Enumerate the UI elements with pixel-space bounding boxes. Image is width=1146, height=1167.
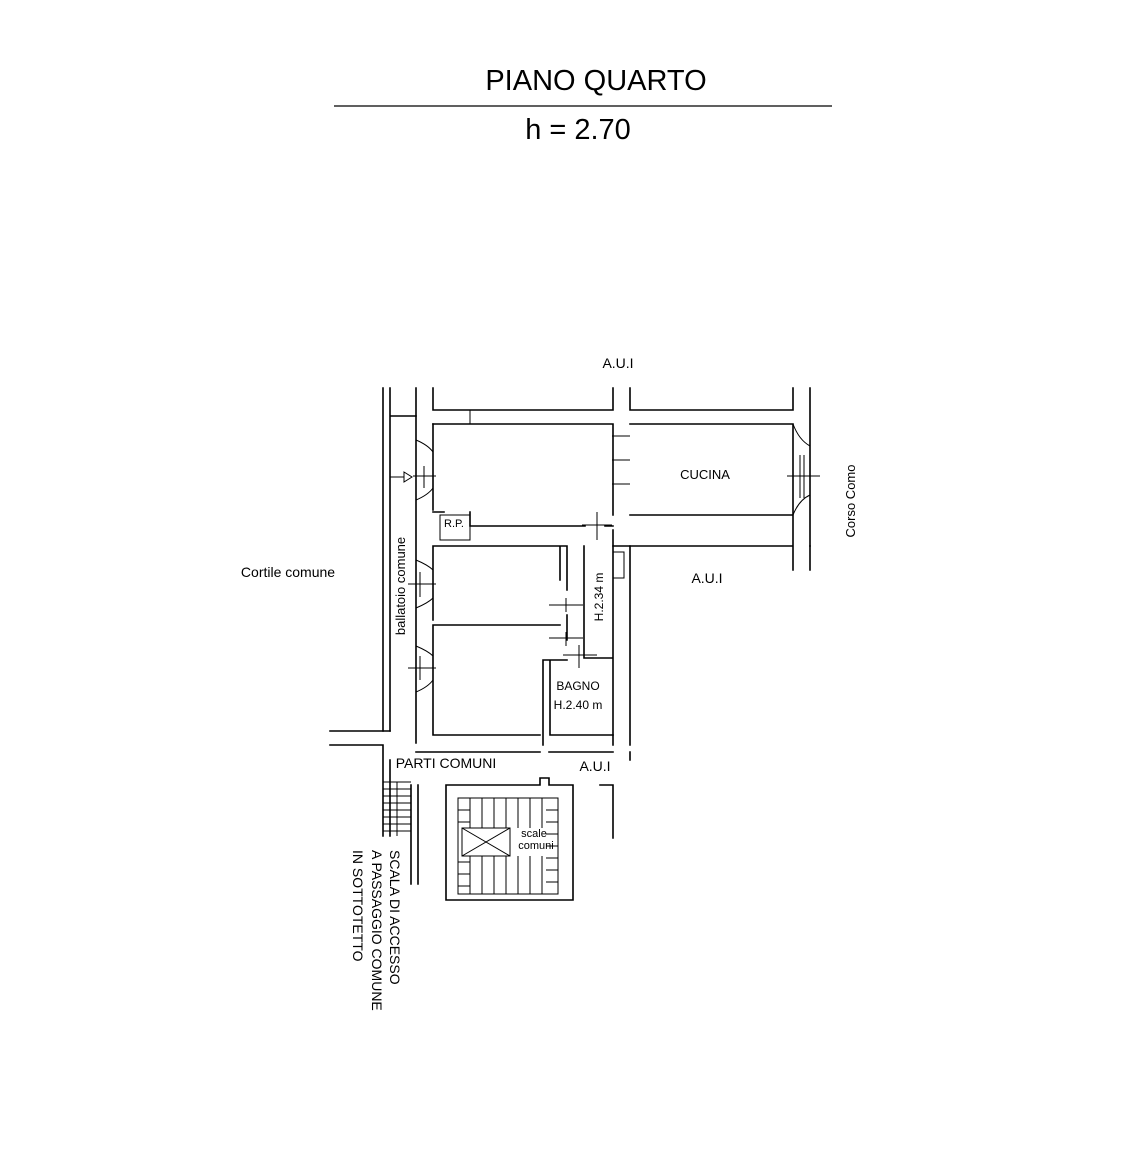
label-rp: R.P. bbox=[444, 518, 464, 530]
entrance-arrow-icon bbox=[390, 471, 413, 483]
label-bagno-height: H.2.40 m bbox=[554, 698, 603, 712]
label-aui-right: A.U.I bbox=[691, 570, 722, 586]
openings bbox=[408, 423, 820, 693]
floor-height-label: h = 2.70 bbox=[525, 114, 631, 146]
label-bagno: BAGNO bbox=[556, 679, 599, 693]
label-aui-bottom: A.U.I bbox=[579, 758, 610, 774]
label-scale-2: comuni bbox=[518, 840, 553, 852]
label-cortile: Cortile comune bbox=[241, 564, 335, 580]
stair-note-line-2: A PASSAGGIO COMUNE bbox=[369, 850, 385, 1011]
label-parti-comuni: PARTI COMUNI bbox=[396, 755, 497, 771]
label-corridor-height: H.2.34 m bbox=[592, 573, 606, 622]
label-ballatoio: ballatoio comune bbox=[393, 537, 408, 635]
label-corso-como: Corso Como bbox=[843, 465, 858, 538]
access-stair bbox=[383, 781, 411, 836]
label-aui-top: A.U.I bbox=[602, 355, 633, 371]
label-cucina: CUCINA bbox=[680, 467, 730, 482]
balcony-edge bbox=[382, 387, 417, 732]
north-wall bbox=[415, 387, 811, 744]
walls bbox=[329, 387, 811, 901]
stair-note-line-1: SCALA DI ACCESSO bbox=[387, 850, 403, 985]
plan-title: PIANO QUARTO bbox=[485, 65, 706, 97]
stair-note-line-3: IN SOTTOTETTO bbox=[350, 850, 366, 962]
common-staircase bbox=[457, 797, 559, 895]
label-scale-1: scale bbox=[521, 828, 547, 840]
